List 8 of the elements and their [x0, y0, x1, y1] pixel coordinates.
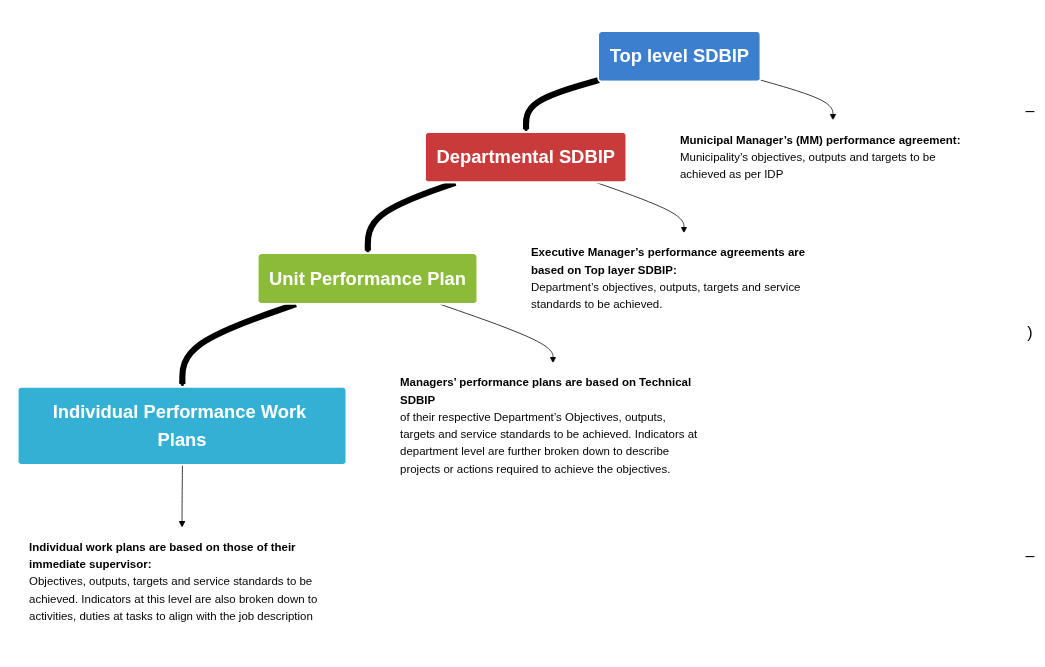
- stray-mark: –: [1025, 102, 1035, 121]
- stray-mark: ): [1027, 324, 1033, 343]
- stray-mark: –: [1025, 546, 1035, 565]
- node-text: Managers’ performance plans are based on Technical SDBIP of their respective Department’s Objectives, outputs, targets and service standards to be achieved. Indicators at department level are further broken down to describe projects or actions required to achieve the objectives.: [400, 375, 698, 475]
- node-text: Municipal Manager’s (MM) performance agreement: Municipality’s objectives, outputs and targets to be achieved as per IDP: [679, 132, 961, 181]
- node-text: Executive Manager’s performance agreements are based on Top layer SDBIP: Department’s objectives, outputs, targets and service standards to be achieved.: [530, 245, 806, 311]
- arrow: [522, 76, 600, 133]
- node-text: Individual work plans are based on those of their immediate supervisor: Objectives, outputs, targets and service standards to be achieved. Indicators at this level are also broken down to activities, duties at tasks to align with the job description: [29, 540, 318, 622]
